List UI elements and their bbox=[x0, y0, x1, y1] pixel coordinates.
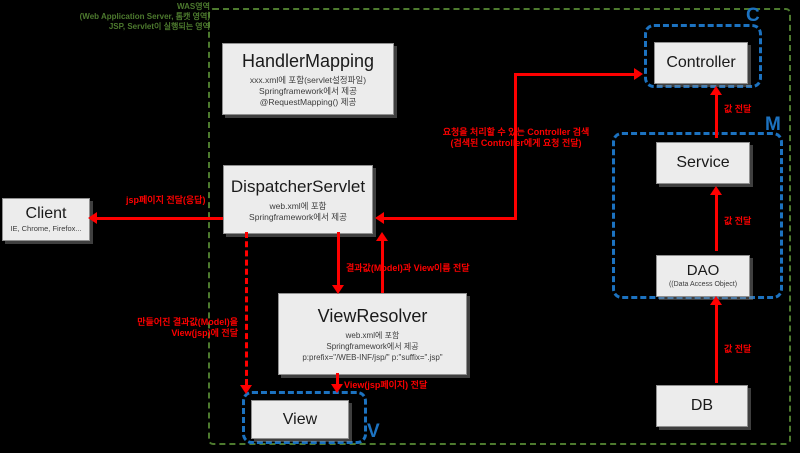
viewresolver-line3: p:prefix="/WEB-INF/jsp/" p:"suffix=".jsp… bbox=[302, 352, 443, 362]
arrow-into-controller-head bbox=[634, 68, 643, 80]
dao-box: DAO ((Data Access Object) bbox=[656, 255, 750, 297]
dispatcherservlet-box: DispatcherServlet web.xml에 포함 Springfram… bbox=[223, 165, 373, 234]
to-viewresolver-label: 결과값(Model)과 View이름 전달 bbox=[346, 263, 470, 273]
controller-dispatcher-bottomline bbox=[383, 217, 517, 220]
dao-title: DAO bbox=[686, 261, 720, 279]
arrow-service-to-controller-head bbox=[710, 86, 722, 95]
db-dao-line bbox=[715, 304, 718, 383]
was-note-line2: (Web Application Server, 톰캣 영역) bbox=[79, 12, 210, 21]
dispatcherservlet-sub: web.xml에 포함 Springframework에서 제공 bbox=[249, 201, 347, 223]
arrow-back-to-dispatcher-head bbox=[376, 232, 388, 241]
to-view-label: View(jsp페이지) 전달 bbox=[344, 380, 428, 390]
handlermapping-box: HandlerMapping xxx.xml에 포함(servlet설정파일) … bbox=[222, 43, 394, 115]
controller-group-border bbox=[644, 24, 762, 88]
dao-line1: ((Data Access Object) bbox=[668, 280, 738, 288]
client-box: Client IE, Chrome, Firefox... bbox=[2, 198, 90, 241]
was-region-border bbox=[208, 8, 791, 445]
dispatcher-viewresolver-line bbox=[337, 232, 340, 286]
client-title: Client bbox=[25, 205, 67, 222]
dispatcherservlet-title: DispatcherServlet bbox=[230, 176, 366, 196]
model-note-line2: View(jsp)에 전달 bbox=[171, 328, 238, 338]
view-group-border bbox=[242, 391, 367, 444]
controller-box: Controller bbox=[654, 42, 748, 84]
model-note-line1: 만들어진 결과값(Model)을 bbox=[137, 317, 238, 327]
controller-group-letter: C bbox=[746, 5, 760, 26]
service-box: Service bbox=[656, 142, 750, 184]
viewresolver-sub: web.xml에 포함 Springframework에서 제공 p:prefi… bbox=[302, 330, 442, 363]
view-box: View bbox=[251, 400, 349, 439]
model-group-letter: M bbox=[765, 114, 781, 135]
db-box: DB bbox=[656, 385, 748, 427]
pass-dao-service-label: 값 전달 bbox=[724, 216, 752, 226]
pass-db-dao-label: 값 전달 bbox=[724, 344, 752, 354]
arrow-into-view-head bbox=[331, 384, 343, 393]
arrow-dao-to-service-head bbox=[710, 186, 722, 195]
viewresolver-title: ViewResolver bbox=[317, 305, 428, 326]
viewresolver-view-line bbox=[336, 373, 339, 385]
handlermapping-line3: @RequestMapping() 제공 bbox=[259, 96, 357, 107]
dao-sub: ((Data Access Object) bbox=[669, 279, 737, 290]
dao-service-line bbox=[715, 194, 718, 251]
client-sub: IE, Chrome, Firefox... bbox=[10, 223, 81, 234]
controller-search-label: 요청을 처리할 수 있는 Controller 검색 (검색된 Controll… bbox=[428, 127, 604, 149]
model-to-view-note: 만들어진 결과값(Model)을 View(jsp)에 전달 bbox=[100, 317, 238, 339]
db-title: DB bbox=[690, 397, 714, 414]
arrow-response-to-client-head bbox=[88, 212, 97, 224]
arrow-into-viewresolver-head bbox=[332, 285, 344, 294]
arrow-db-to-dao-head bbox=[710, 296, 722, 305]
was-note-line1: WAS영역 bbox=[177, 2, 210, 11]
controller-search-line1: 요청을 처리할 수 있는 Controller 검색 bbox=[442, 127, 590, 137]
controller-search-line2: (검색된 Controller에게 요청 전달) bbox=[450, 138, 582, 148]
viewresolver-line1: web.xml에 포함 bbox=[345, 330, 400, 340]
dispatcher-controller-vline bbox=[514, 74, 517, 219]
was-region-note: WAS영역 (Web Application Server, 톰캣 영역) JS… bbox=[58, 2, 210, 32]
service-controller-line bbox=[715, 94, 718, 138]
arrow-response-to-client-line bbox=[96, 217, 223, 220]
handlermapping-sub: xxx.xml에 포함(servlet설정파일) Springframework… bbox=[250, 75, 366, 108]
view-title: View bbox=[282, 410, 318, 428]
viewresolver-line2: Springframework에서 제공 bbox=[326, 341, 419, 351]
dispatcherservlet-line2: Springframework에서 제공 bbox=[249, 211, 347, 222]
view-group-letter: V bbox=[367, 421, 380, 442]
handlermapping-line1: xxx.xml에 포함(servlet설정파일) bbox=[249, 74, 367, 85]
controller-title: Controller bbox=[666, 54, 736, 71]
response-to-client-label: jsp페이지 전달(응답) bbox=[126, 195, 206, 205]
viewresolver-box: ViewResolver web.xml에 포함 Springframework… bbox=[278, 293, 467, 375]
arrow-into-dispatcher-head bbox=[375, 212, 384, 224]
dispatcherservlet-line1: web.xml에 포함 bbox=[269, 200, 327, 211]
handlermapping-title: HandlerMapping bbox=[241, 50, 375, 71]
arrow-into-view-left-head bbox=[240, 385, 252, 394]
model-group-border bbox=[612, 132, 783, 299]
dispatcher-controller-topline bbox=[514, 73, 634, 76]
was-note-line3: JSP, Servlet이 실행되는 영역 bbox=[108, 22, 210, 31]
handlermapping-line2: Springframework에서 제공 bbox=[259, 85, 357, 96]
client-line1: IE, Chrome, Firefox... bbox=[10, 224, 82, 233]
service-title: Service bbox=[676, 154, 730, 171]
dispatcher-view-dashed-line bbox=[245, 232, 248, 385]
pass-service-controller-label: 값 전달 bbox=[724, 104, 752, 114]
viewresolver-dispatcher-line bbox=[381, 240, 384, 293]
